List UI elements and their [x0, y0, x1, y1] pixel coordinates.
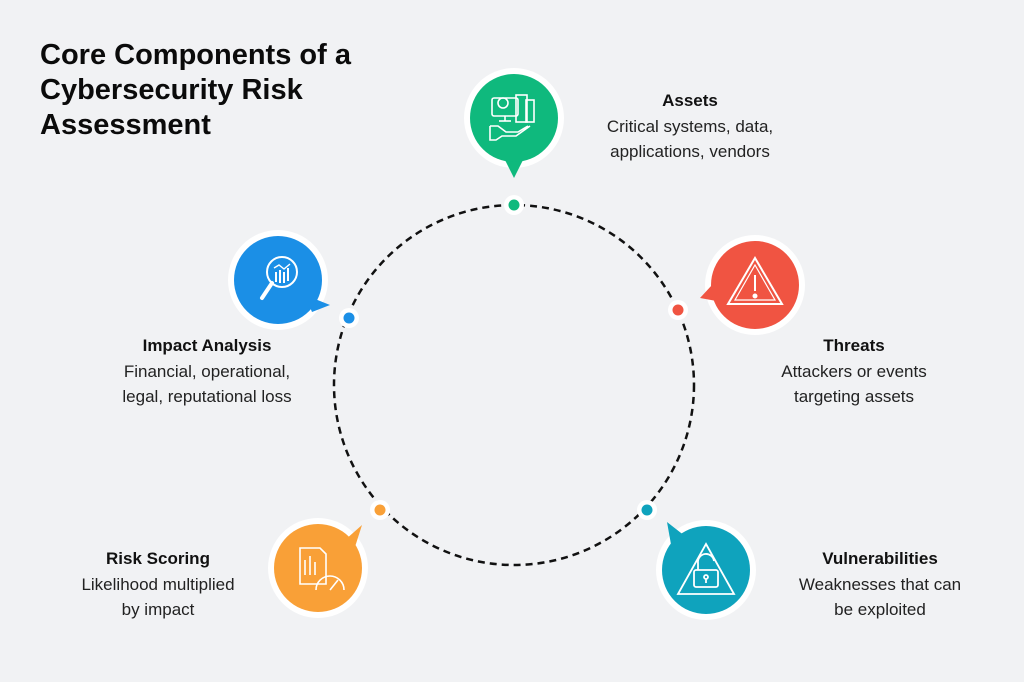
impact-analysis-desc-2: legal, reputational loss — [122, 387, 292, 406]
report-gauge-icon — [299, 547, 345, 591]
vulnerabilities-bubble — [637, 500, 756, 620]
assets-desc-2: applications, vendors — [610, 142, 770, 161]
magnifier-chart-icon — [260, 256, 298, 300]
impact-analysis-heading: Impact Analysis — [142, 336, 272, 355]
page-title: Core Components of a Cybersecurity Risk … — [40, 39, 351, 141]
risk-scoring-text: Risk Scoring Likelihood multiplied by im… — [48, 546, 268, 622]
impact-analysis-desc-1: Financial, operational, — [123, 362, 291, 381]
risk-scoring-desc-2: by impact — [121, 600, 195, 619]
assets-bubble — [464, 68, 564, 215]
impact-analysis-bubble — [228, 230, 359, 330]
threats-desc-1: Attackers or events — [781, 362, 927, 381]
warning-triangle-icon — [726, 256, 784, 305]
threats-desc-2: targeting assets — [793, 387, 914, 406]
assets-dot — [508, 199, 520, 211]
vulnerabilities-text: Vulnerabilities Weaknesses that can be e… — [770, 546, 990, 622]
risk-scoring-heading: Risk Scoring — [106, 549, 210, 568]
impact-dot — [343, 312, 355, 324]
risk-scoring-bubble — [268, 500, 390, 618]
impact-analysis-text: Impact Analysis Financial, operational, … — [97, 333, 317, 409]
risk-dot — [374, 504, 386, 516]
vulnerabilities-dot — [641, 504, 653, 516]
threats-heading: Threats — [823, 336, 885, 355]
threats-text: Threats Attackers or events targeting as… — [744, 333, 964, 409]
assets-text: Assets Critical systems, data, applicati… — [580, 88, 800, 164]
risk-scoring-desc-1: Likelihood multiplied — [81, 575, 235, 594]
assets-desc-1: Critical systems, data, — [606, 117, 774, 136]
dashed-cycle-ring — [332, 203, 696, 567]
threats-bubble — [668, 235, 805, 335]
vulnerabilities-desc-2: be exploited — [834, 600, 926, 619]
vulnerabilities-desc-1: Weaknesses that can — [798, 575, 962, 594]
money-gear-hand-icon — [489, 94, 535, 141]
assets-heading: Assets — [662, 91, 718, 110]
unlocked-padlock-icon — [676, 542, 736, 595]
threats-dot — [672, 304, 684, 316]
vulnerabilities-heading: Vulnerabilities — [822, 549, 938, 568]
